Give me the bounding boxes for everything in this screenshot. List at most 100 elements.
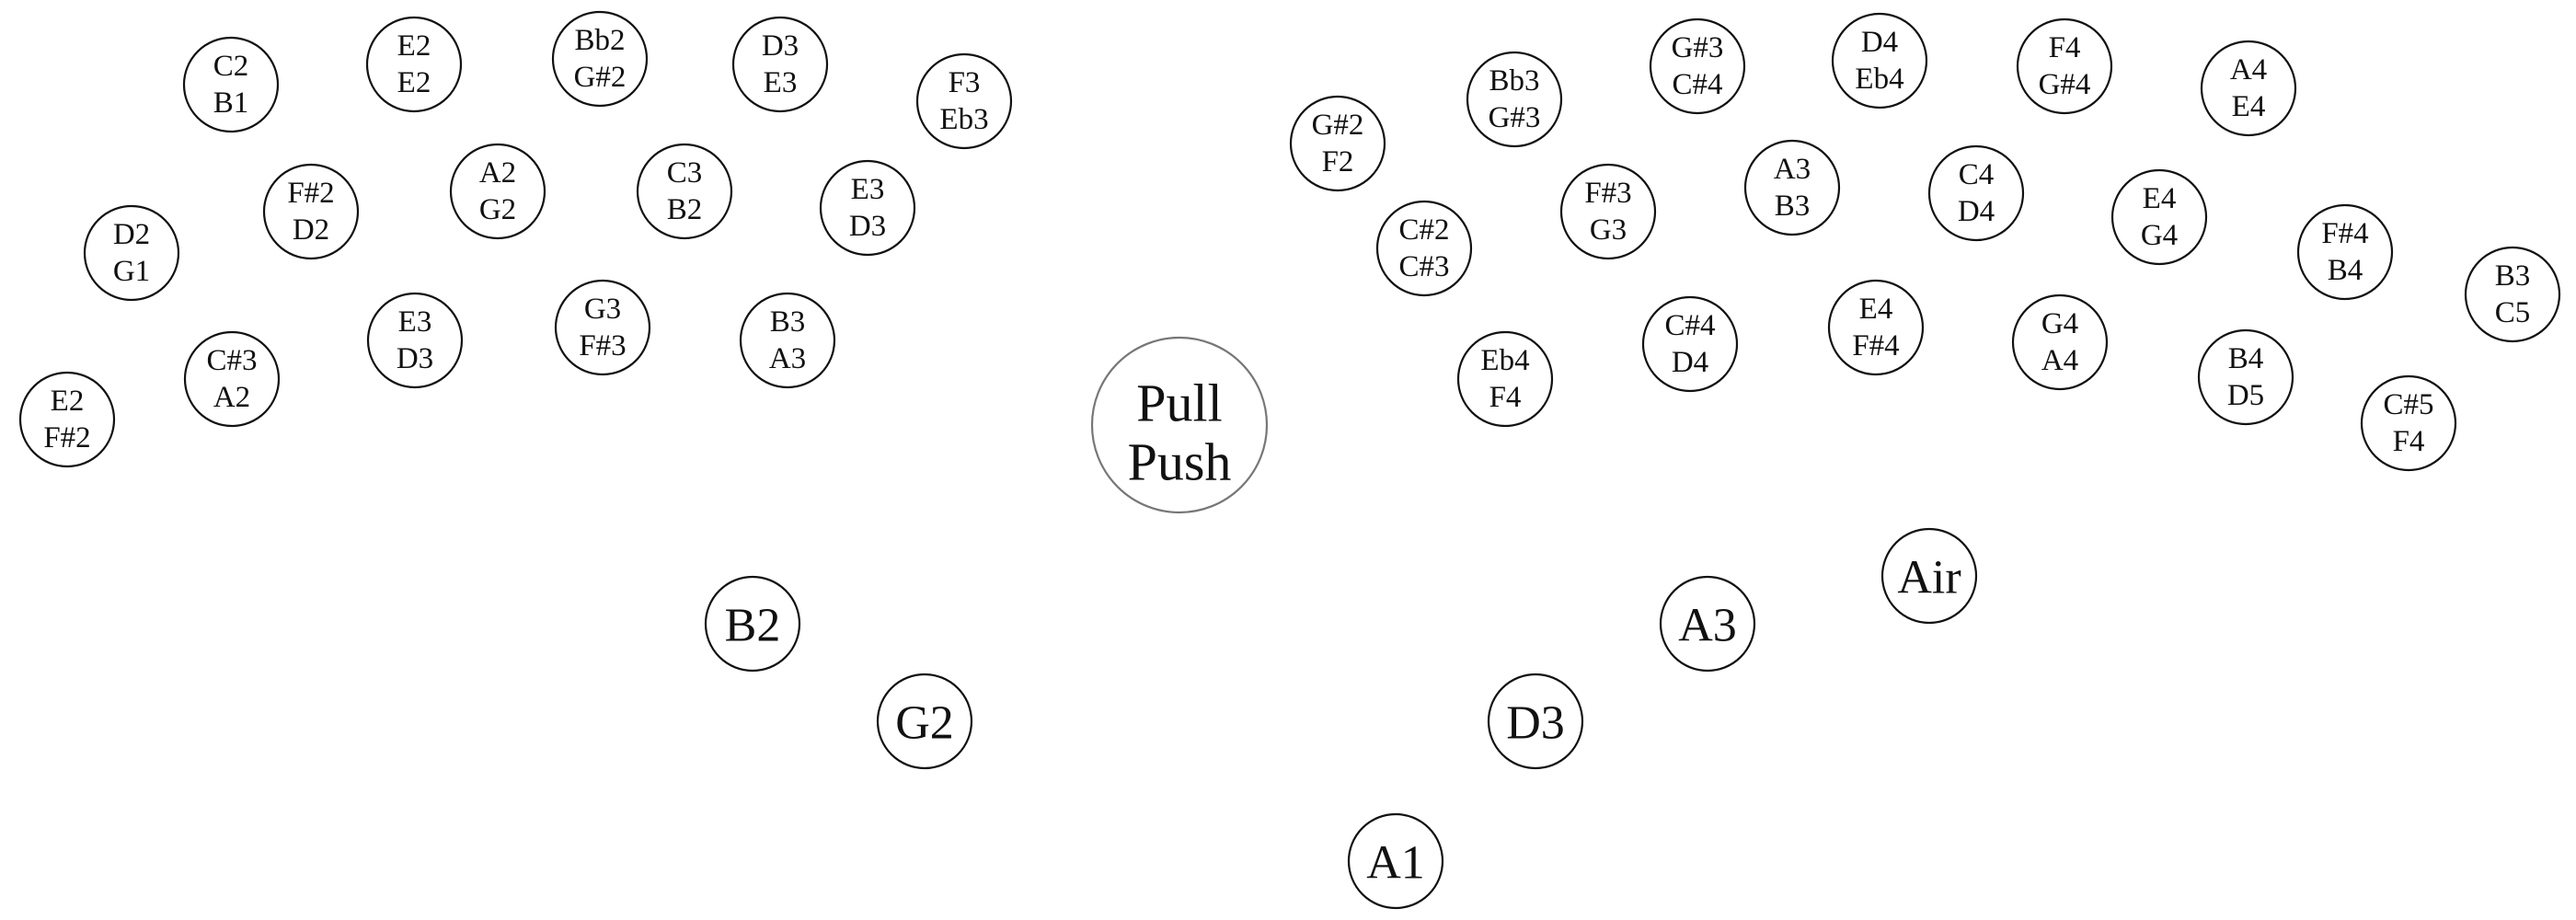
treble-button-t22[interactable]: C#2C#3 <box>1375 200 1473 297</box>
treble-button-circle[interactable] <box>366 292 464 389</box>
treble-button-circle[interactable] <box>2296 203 2394 301</box>
bass-button-circle[interactable] <box>1347 812 1444 910</box>
treble-button-circle[interactable] <box>739 292 836 389</box>
treble-button-t27[interactable]: F#4B4 <box>2296 203 2394 301</box>
push-note-label: F#2 <box>43 421 90 454</box>
pull-note-label: F#3 <box>1584 177 1631 210</box>
treble-button-t12[interactable]: C#3A2 <box>183 330 281 428</box>
treble-button-circle[interactable] <box>2360 374 2457 472</box>
push-note-label: G#3 <box>1489 101 1541 134</box>
pull-note-label: D3 <box>762 29 799 63</box>
pull-note-label: E4 <box>1859 293 1893 326</box>
treble-button-circle[interactable] <box>636 143 733 240</box>
treble-button-circle[interactable] <box>2011 293 2109 391</box>
pull-note-label: Bb3 <box>1489 64 1539 98</box>
treble-button-circle[interactable] <box>2110 168 2208 266</box>
treble-button-t07[interactable]: F#2D2 <box>262 163 360 260</box>
legend-pull-label: Pull <box>1136 374 1223 433</box>
bass-button-circle[interactable] <box>1880 527 1978 625</box>
treble-button-circle[interactable] <box>1456 330 1554 428</box>
bass-button-b2[interactable]: G2 <box>876 673 973 770</box>
bass-button-b5[interactable]: A1 <box>1347 812 1444 910</box>
treble-button-circle[interactable] <box>1743 139 1841 236</box>
treble-button-circle[interactable] <box>262 163 360 260</box>
bass-button-b1[interactable]: B2 <box>704 575 801 673</box>
treble-button-t14[interactable]: G3F#3 <box>554 279 651 376</box>
pull-note-label: C#5 <box>2383 388 2433 421</box>
treble-button-circle[interactable] <box>18 371 116 468</box>
treble-button-circle[interactable] <box>365 16 463 113</box>
treble-button-circle[interactable] <box>449 143 546 240</box>
treble-button-t11[interactable]: E2F#2 <box>18 371 116 468</box>
treble-button-circle[interactable] <box>2016 17 2113 115</box>
bass-button-circle[interactable] <box>1487 673 1584 770</box>
treble-button-t23[interactable]: F#3G3 <box>1559 163 1657 260</box>
pull-note-label: F#4 <box>2321 217 2368 250</box>
pull-note-label: A4 <box>2230 53 2267 86</box>
treble-button-t20[interactable]: F4G#4 <box>2016 17 2113 115</box>
treble-button-circle[interactable] <box>731 16 829 113</box>
treble-button-circle[interactable] <box>819 159 916 257</box>
treble-button-circle[interactable] <box>2200 40 2297 137</box>
pull-note-label: D2 <box>113 218 150 251</box>
treble-button-circle[interactable] <box>1831 12 1928 109</box>
treble-button-circle[interactable] <box>1375 200 1473 297</box>
pull-note-label: C#3 <box>206 344 257 377</box>
treble-button-circle[interactable] <box>1466 51 1563 148</box>
treble-button-t31[interactable]: E4F#4 <box>1827 279 1925 376</box>
bass-button-circle[interactable] <box>1659 575 1756 673</box>
push-note-label: F#3 <box>579 329 626 362</box>
bass-button-circle[interactable] <box>704 575 801 673</box>
treble-button-circle[interactable] <box>1827 279 1925 376</box>
bass-button-b6[interactable]: Air <box>1880 527 1978 625</box>
push-note-label: A3 <box>769 342 806 375</box>
treble-button-circle[interactable] <box>1649 17 1746 115</box>
treble-button-circle[interactable] <box>2197 328 2294 426</box>
push-note-label: G2 <box>479 193 516 226</box>
bass-button-circle[interactable] <box>876 673 973 770</box>
treble-button-t16[interactable]: G#2F2 <box>1289 95 1386 192</box>
treble-button-circle[interactable] <box>182 36 280 133</box>
bass-button-b4[interactable]: D3 <box>1487 673 1584 770</box>
treble-button-t18[interactable]: G#3C#4 <box>1649 17 1746 115</box>
treble-button-circle[interactable] <box>83 204 180 302</box>
pull-note-label: G#3 <box>1672 31 1724 64</box>
treble-button-circle[interactable] <box>183 330 281 428</box>
treble-button-circle[interactable] <box>1289 95 1386 192</box>
push-note-label: F2 <box>1322 145 1354 178</box>
treble-button-circle[interactable] <box>1641 295 1739 393</box>
treble-button-circle[interactable] <box>551 10 649 108</box>
treble-button-circle[interactable] <box>554 279 651 376</box>
treble-button-circle[interactable] <box>1559 163 1657 260</box>
bass-button-b3[interactable]: A3 <box>1659 575 1756 673</box>
treble-button-t30[interactable]: C#4D4 <box>1641 295 1739 393</box>
treble-button-circle[interactable] <box>2464 246 2561 343</box>
treble-button-circle[interactable] <box>1927 144 2025 242</box>
pull-note-label: A3 <box>1774 153 1811 186</box>
treble-button-circle[interactable] <box>915 52 1013 150</box>
treble-button-t34[interactable]: C#5F4 <box>2360 374 2457 472</box>
pull-note-label: C#2 <box>1398 213 1449 247</box>
push-note-label: D3 <box>849 210 886 243</box>
